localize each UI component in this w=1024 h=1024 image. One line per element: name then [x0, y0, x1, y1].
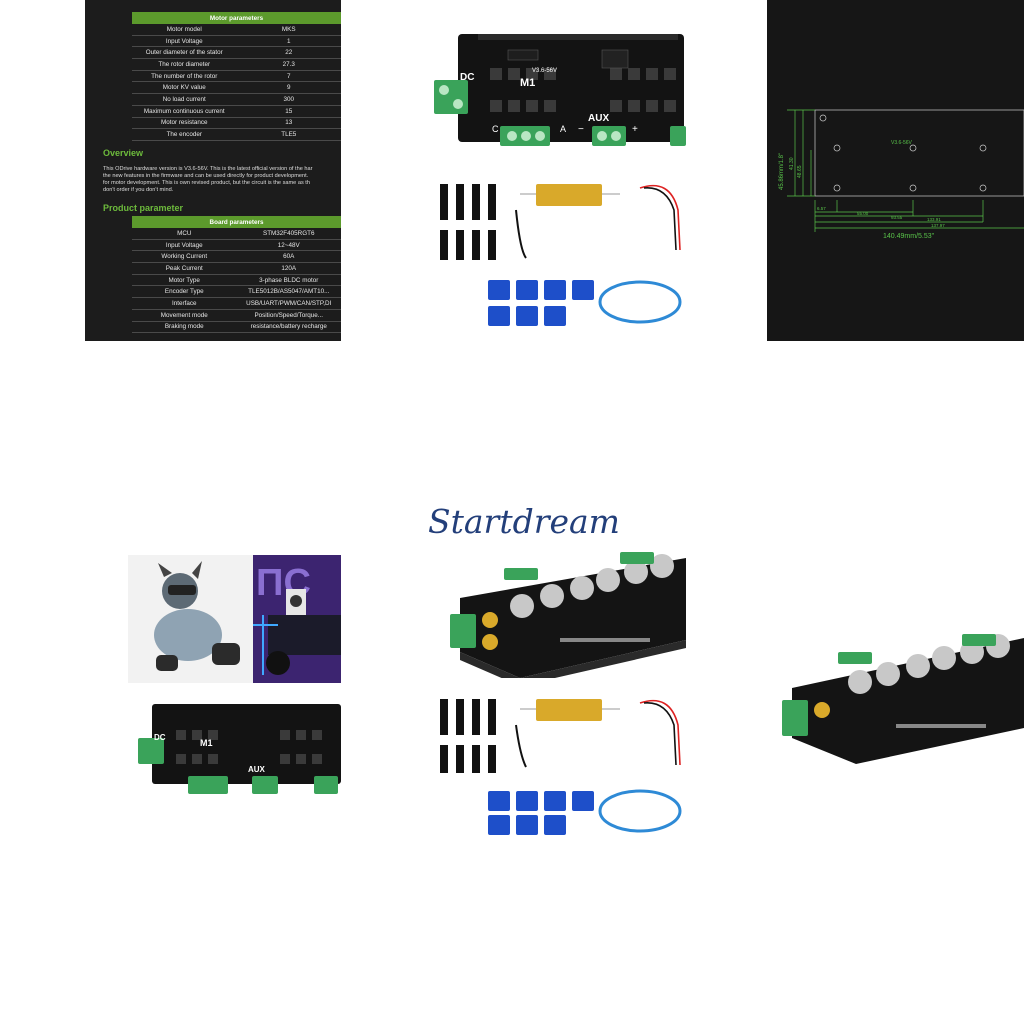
m1-label: M1 [520, 77, 535, 89]
d3-dimension: 133.91 [927, 217, 941, 222]
overview-heading: Overview [103, 148, 144, 158]
board-top-view-small-image: DC M1 AUX [138, 704, 341, 794]
parameter-value: Position/Speed/Torque... [236, 309, 341, 322]
parameter-name: The encoder [132, 128, 237, 141]
parameter-value: STM32F405RGT6 [236, 228, 341, 240]
parameter-value: 300 [236, 93, 341, 106]
parameter-name: Motor resistance [132, 117, 237, 130]
overview-line: the new features in the firmware and can… [103, 173, 309, 179]
parameter-value: 12~48V [236, 239, 341, 252]
board-angled-image [450, 552, 686, 678]
parameter-value: USB/UART/PWM/CAN/STP,DI [236, 297, 341, 310]
parameter-name: Input Voltage [132, 35, 237, 48]
product-parameter-heading: Product parameter [103, 203, 184, 213]
brand-logo: Startdream [428, 502, 620, 541]
parameter-name: The rotor diameter [132, 58, 237, 71]
d5-dimension: 6.57 [817, 206, 826, 211]
parameter-value: 13 [236, 117, 341, 130]
parameter-value: 15 [236, 105, 341, 118]
parameter-name: Maximum continuous current [132, 105, 237, 118]
width-dimension: 140.49mm/5.53" [883, 233, 935, 240]
parameter-value: 60A [236, 250, 341, 264]
parameter-name: Motor KV value [132, 81, 237, 95]
parameter-value: 27.3 [236, 58, 341, 71]
board-angled-image-2 [782, 634, 1024, 764]
board-top-view-image: DC M1 AUX V3.6-56V C A − + [434, 34, 686, 146]
board-table-title: Board parameters [132, 216, 341, 228]
minus-label: − [578, 124, 584, 135]
version-label: V3.6-56V [532, 68, 557, 74]
height-dimension: 45.86mm/1.8" [779, 153, 785, 190]
parameter-value: MKS [236, 24, 341, 36]
overview-line: This ODrive hardware version is V3.6-56V… [103, 166, 313, 172]
parameter-name: Braking mode [132, 321, 237, 334]
parameter-value: TLE5012B/AS5047/AMT10... [236, 285, 341, 299]
parameter-name: The number of the rotor [132, 70, 237, 83]
m1-label-small: M1 [200, 738, 213, 748]
parameter-value: 120A [236, 262, 341, 275]
parameter-name: Motor Type [132, 274, 237, 287]
parameter-name: MCU [132, 228, 237, 240]
aux-label: AUX [588, 113, 609, 124]
parameter-value: resistance/battery recharge [236, 321, 341, 334]
robot-applications-image: ΠC [128, 555, 341, 683]
parameter-value: 22 [236, 46, 341, 60]
parameter-value: 1 [236, 35, 341, 48]
parameter-value: 9 [236, 81, 341, 95]
overview-line: for motor development. This is own revis… [103, 180, 310, 186]
dc-label: DC [460, 72, 474, 83]
dc-label-small: DC [154, 733, 166, 742]
parameter-name: Outer diameter of the stator [132, 46, 237, 60]
aux-label-small: AUX [248, 765, 266, 774]
parameter-name: Peak Current [132, 262, 237, 275]
d2-dimension: 93.55 [891, 215, 903, 220]
d6-dimension: 41.30 [789, 157, 795, 170]
c-label: C [492, 124, 499, 134]
d1-dimension: 55.00 [857, 211, 869, 216]
parameter-name: Encoder Type [132, 285, 237, 299]
parameter-value: TLE5 [236, 128, 341, 141]
overview-line: don't order if you don't mind. [103, 187, 174, 193]
dimension-drawing-image: 45.86mm/1.8" 41.30 48.65 V3.6-56V 6.57 5… [767, 0, 1024, 341]
parameter-name: Motor model [132, 24, 237, 36]
accessories-image [440, 184, 682, 326]
d7-dimension: 48.65 [797, 165, 803, 178]
a-label: A [560, 124, 566, 134]
plus-label: + [632, 124, 638, 135]
parameter-name: Movement mode [132, 309, 237, 322]
motor-table-title: Motor parameters [132, 12, 341, 24]
parameter-value: 7 [236, 70, 341, 83]
overview-text: This ODrive hardware version is V3.6-56V… [103, 166, 341, 194]
d4-dimension: 137.97 [931, 223, 945, 228]
board-version-label: V3.6-56V [891, 140, 913, 146]
parameter-name: No load current [132, 93, 237, 106]
parameter-name: Working Current [132, 250, 237, 264]
parameter-value: 3-phase BLDC motor [236, 274, 341, 287]
parameter-name: Input Voltage [132, 239, 237, 252]
accessories-image-2 [440, 699, 682, 835]
parameter-name: Interface [132, 297, 237, 310]
